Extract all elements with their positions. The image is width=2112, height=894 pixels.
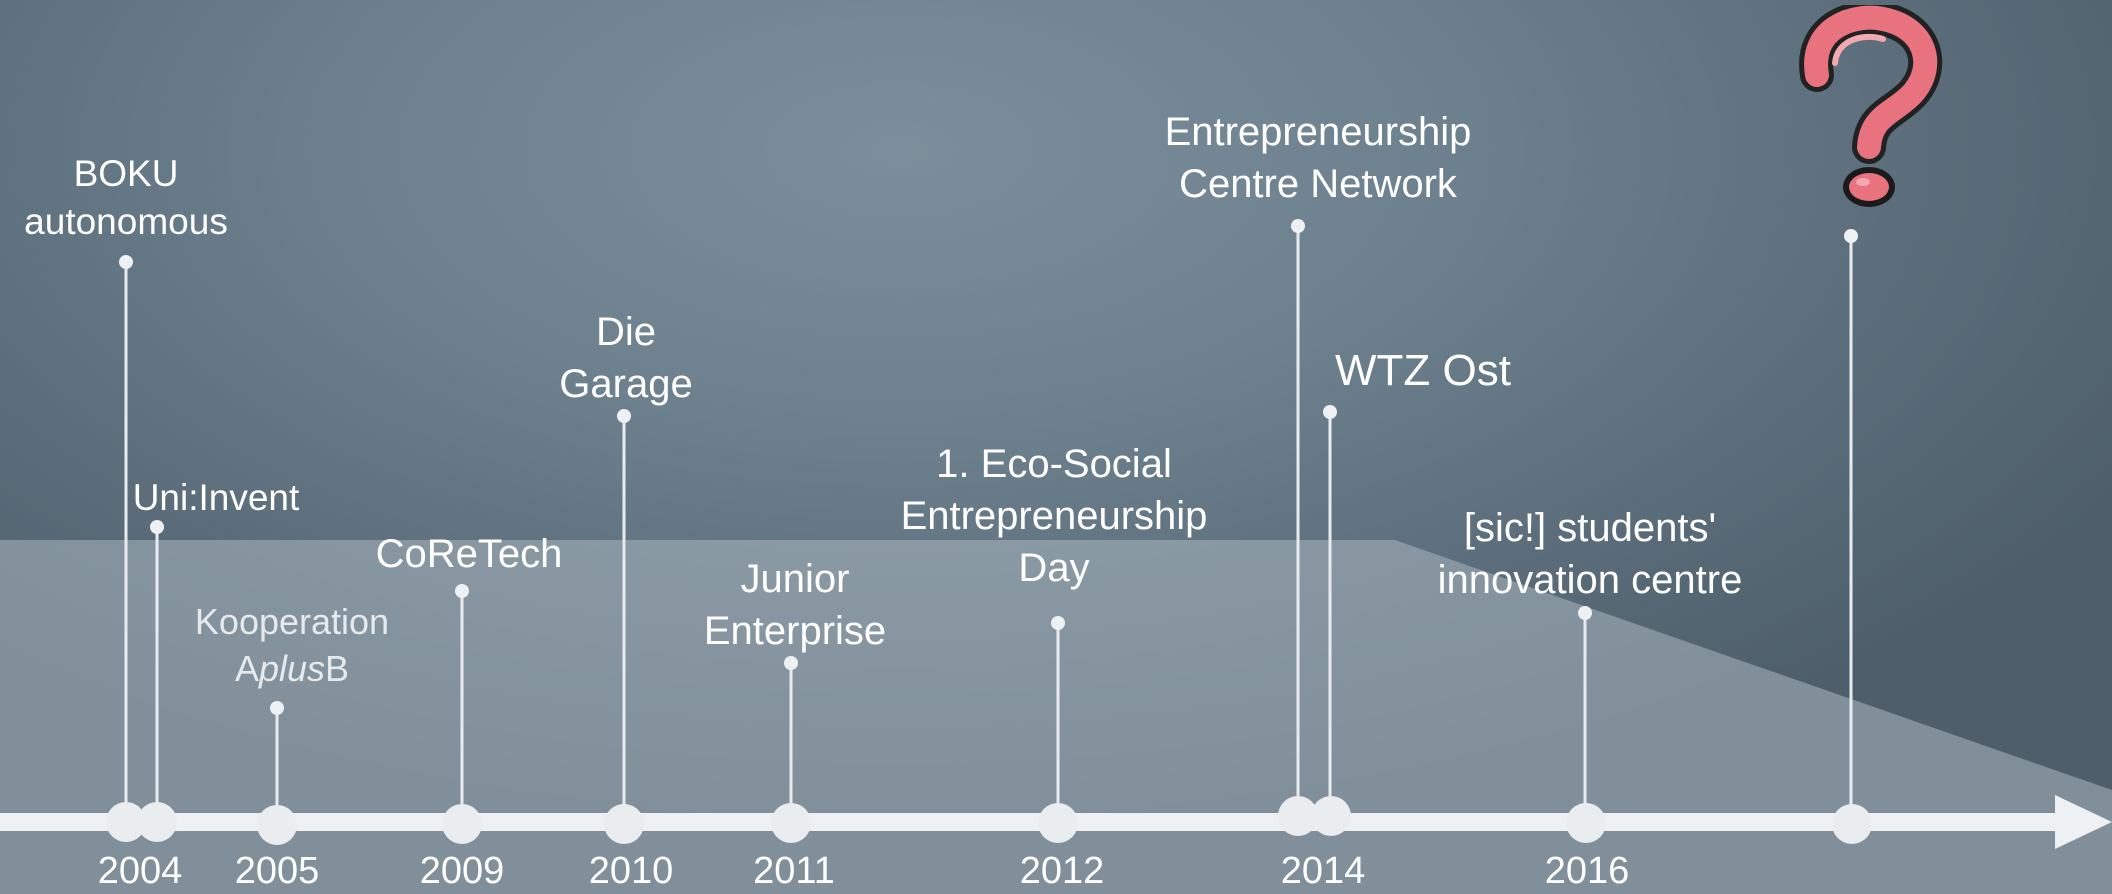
event-label-line: [sic!] students'	[1463, 506, 1717, 550]
stem-eco-social	[1056, 623, 1060, 823]
event-label-junior-enterprise: Junior Enterprise	[704, 553, 886, 657]
pin-aplusb	[270, 701, 284, 715]
year-label: 2005	[234, 850, 320, 892]
event-label-wtz-ost: WTZ Ost	[1335, 343, 1511, 399]
event-label-line: AplusB	[195, 645, 389, 692]
node-aplusb	[257, 805, 297, 845]
event-label-line: innovation centre	[1437, 558, 1743, 602]
pin-eco-social	[1051, 616, 1065, 630]
event-label-line: Entrepreneurship	[900, 494, 1208, 538]
year-label: 2016	[1544, 850, 1630, 892]
event-label-line: autonomous	[24, 201, 228, 242]
pin-coretech	[455, 584, 469, 598]
timeline-arrowhead	[2055, 795, 2112, 849]
label-part-italic: plus	[258, 648, 326, 689]
event-label-line: Garage	[559, 362, 693, 406]
year-label: 2011	[753, 850, 835, 892]
node-future	[1832, 804, 1872, 844]
stem-junior-enterprise	[789, 663, 793, 823]
event-label-uni-invent: Uni:Invent	[133, 474, 300, 522]
pin-boku	[119, 255, 133, 269]
event-label-line: Centre Network	[1179, 162, 1457, 206]
event-label-boku: BOKU autonomous	[24, 150, 228, 246]
year-label: 2004	[97, 850, 183, 892]
pin-junior-enterprise	[784, 656, 798, 670]
timeline-axis	[0, 813, 2070, 831]
node-coretech	[442, 804, 482, 844]
event-label-eco-social: 1. Eco-Social Entrepreneurship Day	[901, 438, 1208, 594]
event-label-line: Entrepreneurship	[1164, 110, 1472, 154]
event-label-sic: [sic!] students' innovation centre	[1438, 502, 1743, 606]
question-mark-icon	[1799, 5, 1943, 207]
pin-sic	[1578, 606, 1592, 620]
pin-die-garage	[617, 409, 631, 423]
pin-future	[1844, 229, 1858, 243]
node-die-garage	[604, 804, 644, 844]
event-label-line: CoReTech	[375, 532, 563, 576]
event-label-line: 1. Eco-Social	[936, 442, 1172, 486]
stem-wtz-ost	[1328, 412, 1332, 816]
event-label-line: Kooperation	[194, 601, 390, 642]
year-label: 2012	[1019, 850, 1105, 892]
stem-die-garage	[622, 416, 626, 824]
node-sic	[1566, 803, 1606, 843]
event-label-die-garage: Die Garage	[559, 306, 692, 410]
node-junior-enterprise	[771, 803, 811, 843]
event-label-line: WTZ Ost	[1335, 346, 1511, 395]
event-label-line: Uni:Invent	[132, 477, 300, 518]
label-part: A	[234, 648, 259, 689]
node-eco-social	[1038, 803, 1078, 843]
pin-wtz-ost	[1323, 405, 1337, 419]
label-part: B	[325, 648, 350, 689]
stem-aplusb	[275, 708, 279, 822]
stem-boku	[124, 262, 128, 822]
event-label-line: Junior	[740, 557, 850, 601]
event-label-aplusb: Kooperation AplusB	[195, 598, 389, 692]
node-wtz-ost	[1311, 796, 1351, 836]
event-label-line: Die	[595, 310, 657, 354]
stem-ecn	[1296, 226, 1300, 816]
pin-uni-invent	[150, 520, 164, 534]
stem-future	[1849, 236, 1853, 824]
event-label-ecn: Entrepreneurship Centre Network	[1165, 106, 1472, 210]
stem-uni-invent	[155, 527, 159, 822]
pin-ecn	[1291, 219, 1305, 233]
year-label: 2010	[588, 850, 674, 892]
event-label-line: Enterprise	[703, 609, 887, 653]
node-uni-invent	[137, 802, 177, 842]
event-label-line: BOKU	[73, 153, 179, 194]
stem-sic	[1583, 613, 1587, 823]
stem-coretech	[460, 591, 464, 824]
year-label: 2009	[419, 850, 505, 892]
event-label-coretech: CoReTech	[376, 528, 563, 580]
year-label: 2014	[1280, 850, 1366, 892]
event-label-line: Day	[1018, 546, 1090, 590]
